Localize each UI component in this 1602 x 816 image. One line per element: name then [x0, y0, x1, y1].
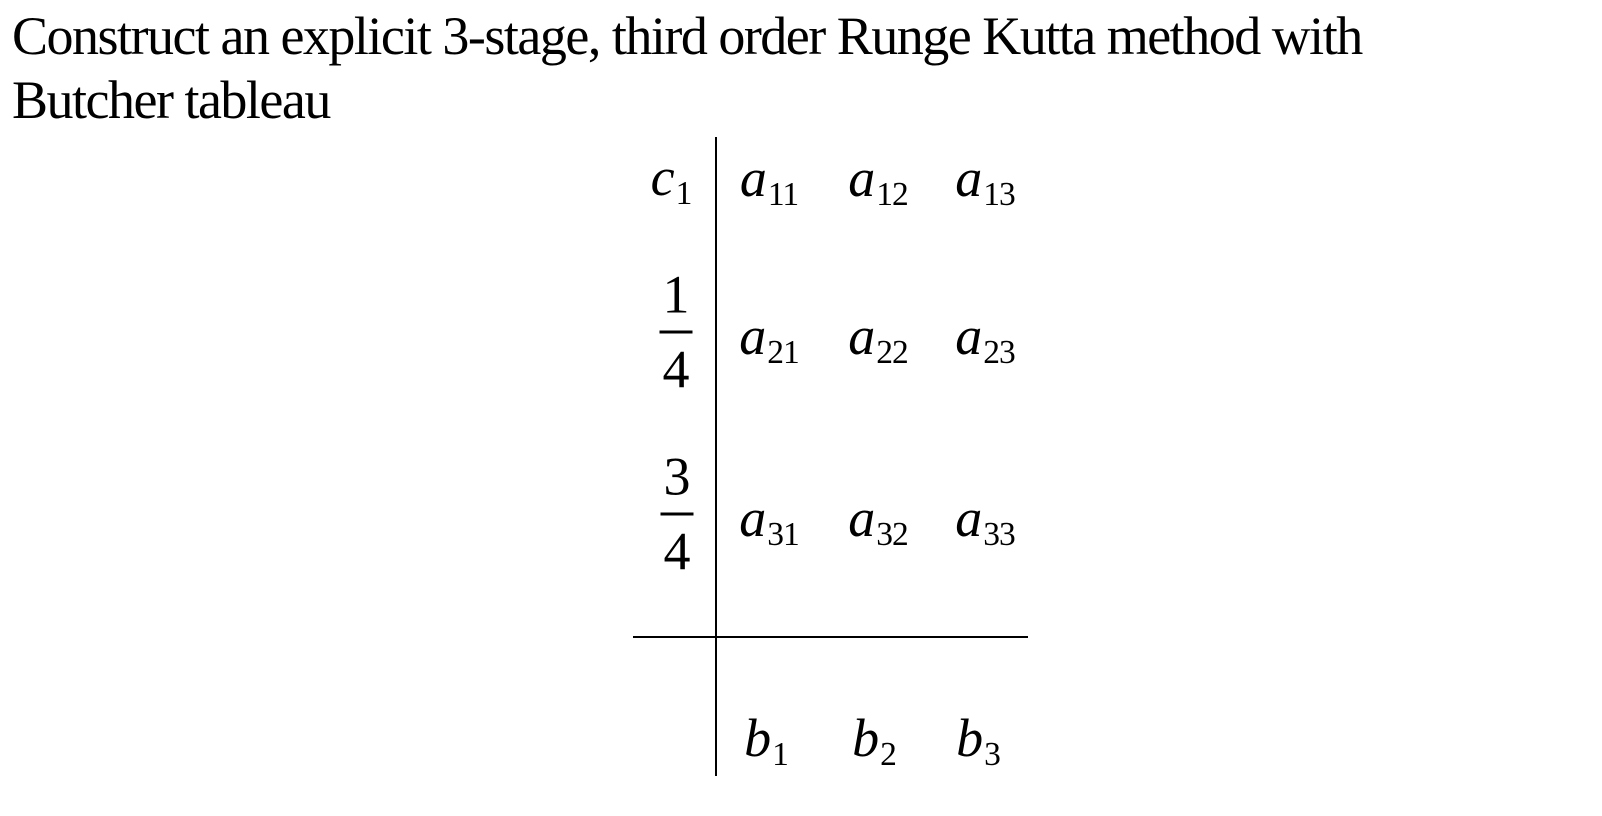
a31-base: a [739, 488, 767, 548]
a22-base: a [848, 306, 876, 366]
a13-subscript: 13 [983, 176, 1015, 214]
c1-label: c1 [650, 147, 693, 211]
a23-entry: a23 [955, 306, 1015, 370]
c2-numerator: 1 [662, 264, 690, 325]
a21-subscript: 21 [767, 334, 799, 372]
c2-denominator: 4 [662, 339, 690, 400]
problem-statement: Construct an explicit 3-stage, third ord… [12, 4, 1363, 132]
a21-entry: a21 [739, 306, 799, 370]
c1-subscript: 1 [675, 175, 693, 213]
a32-entry: a32 [848, 488, 908, 552]
a33-subscript: 33 [983, 516, 1015, 554]
a31-subscript: 31 [767, 516, 799, 554]
a32-subscript: 32 [876, 516, 908, 554]
a12-subscript: 12 [876, 176, 908, 214]
c3-fraction-bar [660, 512, 694, 516]
b1-base: b [744, 708, 772, 768]
b2-subscript: 2 [880, 736, 897, 774]
a13-base: a [955, 148, 983, 208]
a32-base: a [848, 488, 876, 548]
b3-subscript: 3 [984, 736, 1001, 774]
b1-subscript: 1 [772, 736, 789, 774]
problem-text-line1: Construct an explicit 3-stage, third ord… [12, 6, 1363, 66]
a22-entry: a22 [848, 306, 908, 370]
a11-subscript: 11 [767, 176, 799, 214]
a11-base: a [739, 148, 767, 208]
c3-fraction: 3 4 [660, 446, 694, 582]
c2-fraction-bar [659, 330, 693, 334]
a23-base: a [955, 306, 983, 366]
a31-entry: a31 [739, 488, 799, 552]
c2-fraction: 1 4 [659, 264, 693, 400]
b2-entry: b2 [852, 708, 897, 772]
a33-entry: a33 [955, 488, 1015, 552]
a12-base: a [848, 148, 876, 208]
a11-entry: a11 [739, 148, 799, 212]
a33-base: a [955, 488, 983, 548]
a13-entry: a13 [955, 148, 1015, 212]
a21-base: a [739, 306, 767, 366]
b2-base: b [852, 708, 880, 768]
c3-denominator: 4 [663, 521, 691, 582]
a23-subscript: 23 [983, 334, 1015, 372]
c1-base: c [650, 147, 675, 207]
b3-base: b [956, 708, 984, 768]
tableau-horizontal-rule [633, 636, 1028, 638]
tableau-vertical-rule [715, 137, 717, 776]
b1-entry: b1 [744, 708, 789, 772]
b3-entry: b3 [956, 708, 1001, 772]
problem-text-line2: Butcher tableau [12, 70, 331, 130]
a22-subscript: 22 [876, 334, 908, 372]
c3-numerator: 3 [663, 446, 691, 507]
a12-entry: a12 [848, 148, 908, 212]
